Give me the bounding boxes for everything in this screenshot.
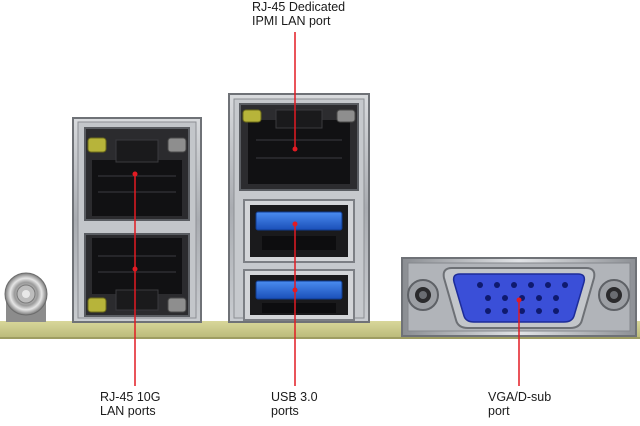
label-vga-port: VGA/D-sub port <box>488 390 551 418</box>
callout-dot-lan-bottom <box>132 266 138 272</box>
label-usb3-ports: USB 3.0 ports <box>271 390 318 418</box>
led-yellow-top <box>87 137 107 153</box>
ipmi-usb-block <box>228 93 370 323</box>
lan-port-bottom <box>84 233 190 317</box>
led-gray-top <box>167 137 187 153</box>
pcb-edge <box>0 337 640 339</box>
callout-dot-usb-bottom <box>292 287 298 293</box>
label-vga-line2: port <box>488 404 510 418</box>
ipmi-lan-port <box>239 103 359 191</box>
rj45-10g-lan-block <box>72 117 202 323</box>
usb3-port-top <box>243 199 355 263</box>
label-vga-line1: VGA/D-sub <box>488 390 552 404</box>
standoff-screw <box>4 272 48 322</box>
callout-dot-usb-top <box>292 221 298 227</box>
label-lan-line1: RJ-45 10G <box>100 390 161 404</box>
label-lan-line2: LAN ports <box>100 404 156 418</box>
vga-screw-left <box>407 279 439 311</box>
vga-pins <box>477 282 568 314</box>
led-gray-bottom <box>167 297 187 313</box>
usb3-port-bottom <box>243 269 355 321</box>
led-gray-ipmi <box>336 109 356 123</box>
led-yellow-bottom <box>87 297 107 313</box>
label-ipmi-line2: IPMI LAN port <box>252 14 331 28</box>
callout-dot-vga <box>516 297 522 303</box>
lan-port-top <box>84 127 190 221</box>
label-ipmi-lan-port: RJ-45 Dedicated IPMI LAN port <box>252 0 345 28</box>
label-10g-lan-ports: RJ-45 10G LAN ports <box>100 390 160 418</box>
label-ipmi-line1: RJ-45 Dedicated <box>252 0 346 14</box>
callout-dot-lan-top <box>132 171 138 177</box>
callout-dot-ipmi <box>292 146 298 152</box>
led-yellow-ipmi <box>242 109 262 123</box>
label-usb-line1: USB 3.0 <box>271 390 318 404</box>
vga-screw-right <box>598 279 630 311</box>
label-usb-line2: ports <box>271 404 299 418</box>
